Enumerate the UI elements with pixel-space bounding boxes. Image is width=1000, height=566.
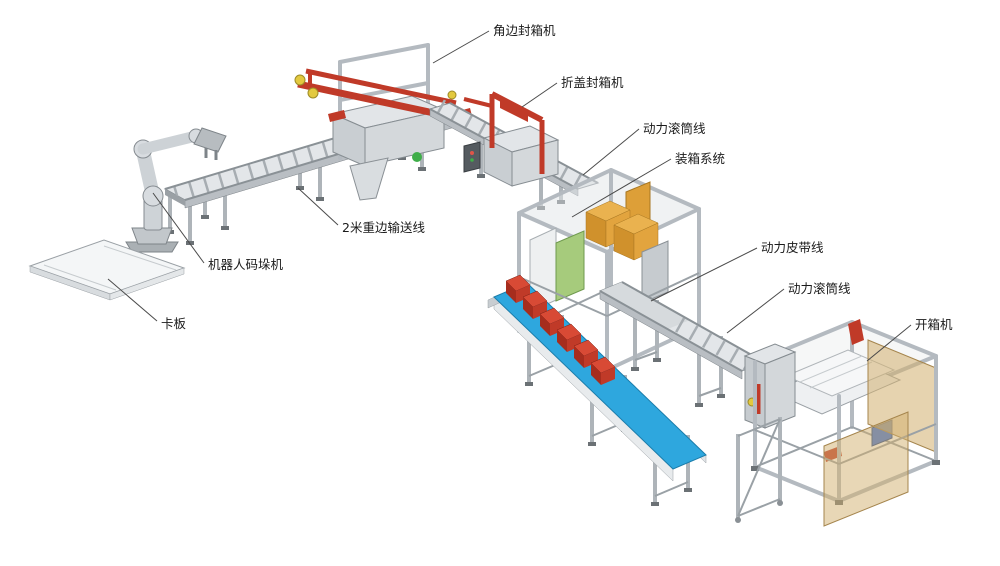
label-pallet: 卡板 [161, 316, 187, 331]
sealer-hopper [349, 157, 389, 201]
caster-wheel [735, 517, 741, 523]
label-power-belt-line: 动力皮带线 [761, 240, 824, 255]
packer-green-panel [555, 230, 585, 302]
robot-shoulder-joint [142, 185, 164, 207]
label-power-roller-line-bottom: 动力滚筒线 [788, 281, 851, 296]
corner-edge-sealer-machine [294, 43, 473, 201]
red-clamp [848, 319, 864, 345]
robot-palletizer-machine [125, 127, 227, 253]
label-case-erector: 开箱机 [915, 317, 953, 332]
robot-gripper [193, 127, 227, 153]
caster-wheel [777, 500, 783, 506]
label-power-roller-line-top: 动力滚筒线 [643, 121, 706, 136]
tan-guard-panel-front [823, 411, 909, 527]
label-robot-palletizer: 机器人码垛机 [208, 257, 284, 272]
control-box [463, 141, 481, 173]
yellow-cylinder [447, 90, 457, 100]
yellow-cylinder [294, 74, 306, 86]
sealer-body-right [364, 109, 445, 167]
power-roller-line-bottom-conveyor [598, 281, 766, 407]
label-heavy-conveyor-2m: 2米重边输送线 [342, 220, 425, 235]
label-flap-fold-sealer: 折盖封箱机 [561, 75, 624, 90]
green-indicator [412, 152, 422, 162]
yellow-cylinder [307, 87, 319, 99]
case-erector-machine [735, 319, 940, 527]
erector-left-stand [735, 417, 783, 523]
pallet-edge-right [109, 267, 185, 301]
flap-red-gantry [463, 91, 545, 174]
labels: 角边封箱机 折盖封箱机 动力滚筒线 装箱系统 动力皮带线 动力滚筒线 开箱机 2… [161, 23, 953, 332]
erector-left-tower [743, 343, 797, 429]
label-case-packing-system: 装箱系统 [675, 151, 725, 166]
leader-lines [107, 30, 912, 362]
control-red-button [470, 151, 474, 155]
power-belt-conveyor [487, 274, 707, 506]
label-corner-edge-sealer: 角边封箱机 [493, 23, 556, 38]
pallet-board [28, 239, 186, 301]
flap-fold-sealer-machine [447, 90, 560, 187]
red-product-boxes [505, 274, 616, 385]
robot-upper-arm [137, 130, 202, 155]
conveyor-2m-endcap [165, 189, 185, 206]
belt-segment [600, 282, 690, 329]
control-green-button [470, 158, 474, 162]
packer-contents [529, 181, 669, 313]
